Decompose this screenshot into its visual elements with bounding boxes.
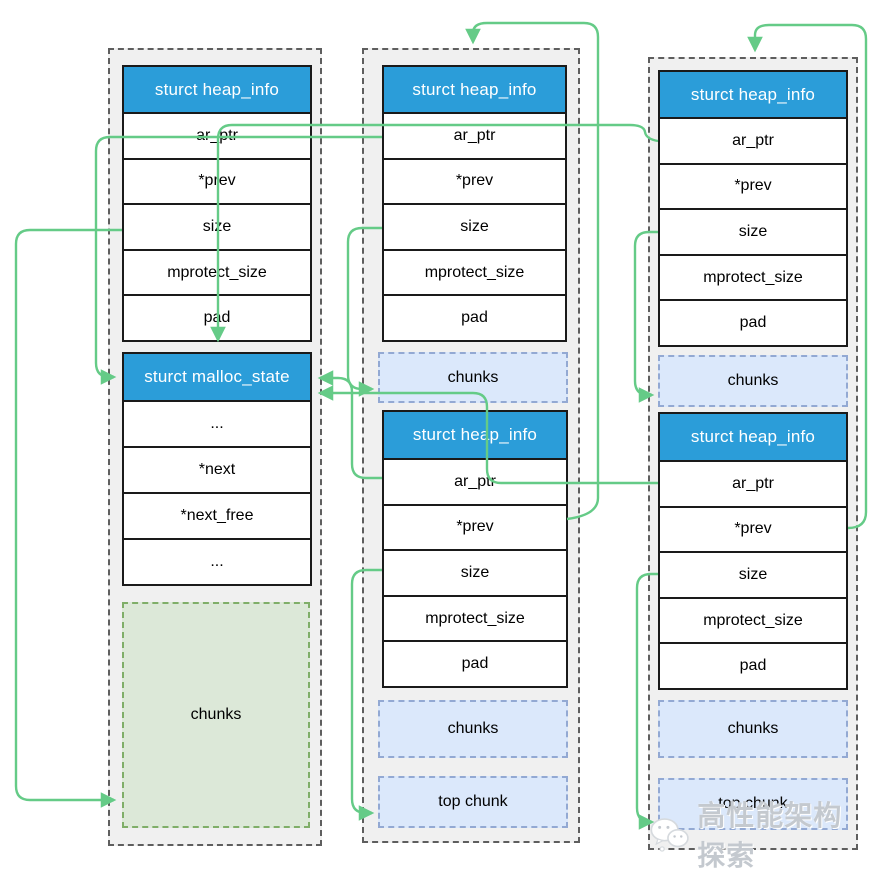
field-row: size bbox=[660, 208, 846, 254]
heap-info-table-3b: sturct heap_info ar_ptr *prev size mprot… bbox=[658, 412, 848, 690]
field-row: pad bbox=[660, 299, 846, 345]
field-row: ar_ptr bbox=[384, 458, 566, 504]
field-row: ar_ptr bbox=[660, 117, 846, 163]
struct-title: sturct heap_info bbox=[660, 414, 846, 460]
field-row: pad bbox=[384, 294, 565, 340]
field-row: ar_ptr bbox=[124, 112, 310, 158]
wechat-cloud-icon bbox=[650, 818, 689, 852]
chunks-box: chunks bbox=[378, 700, 568, 758]
heap-info-table-2a: sturct heap_info ar_ptr *prev size mprot… bbox=[382, 65, 567, 342]
chunks-box: chunks bbox=[658, 355, 848, 407]
field-row: size bbox=[384, 203, 565, 249]
field-row: pad bbox=[124, 294, 310, 340]
field-row: mprotect_size bbox=[660, 253, 846, 300]
field-row: mprotect_size bbox=[384, 248, 565, 295]
top-chunk-box: top chunk bbox=[658, 778, 848, 830]
field-row: *prev bbox=[384, 157, 565, 204]
field-row: mprotect_size bbox=[660, 596, 846, 643]
field-row: mprotect_size bbox=[124, 248, 310, 295]
struct-title: sturct malloc_state bbox=[124, 354, 310, 400]
field-row: ... bbox=[124, 400, 310, 446]
field-row: *prev bbox=[384, 503, 566, 550]
field-row: ar_ptr bbox=[660, 460, 846, 506]
field-row: ... bbox=[124, 538, 310, 584]
chunks-box: chunks bbox=[658, 700, 848, 758]
struct-title: sturct heap_info bbox=[660, 72, 846, 117]
field-row: size bbox=[124, 203, 310, 249]
arrow-size1-to-chunks-end bbox=[14, 228, 122, 808]
field-row: *prev bbox=[124, 157, 310, 204]
field-row: pad bbox=[384, 640, 566, 686]
chunks-box: chunks bbox=[378, 352, 568, 403]
struct-title: sturct heap_info bbox=[124, 67, 310, 112]
field-row: size bbox=[660, 551, 846, 597]
field-row: size bbox=[384, 549, 566, 595]
field-row: *prev bbox=[660, 162, 846, 209]
struct-title: sturct heap_info bbox=[384, 67, 565, 112]
top-chunk-box: top chunk bbox=[378, 776, 568, 828]
field-row: ar_ptr bbox=[384, 112, 565, 158]
field-row: *prev bbox=[660, 505, 846, 552]
heap-info-table-3a: sturct heap_info ar_ptr *prev size mprot… bbox=[658, 70, 848, 347]
field-row: mprotect_size bbox=[384, 594, 566, 641]
watermark-text: 高性能架构探索 bbox=[697, 800, 843, 871]
field-row: *next_free bbox=[124, 492, 310, 538]
heap-info-table-2b: sturct heap_info ar_ptr *prev size mprot… bbox=[382, 410, 568, 688]
watermark: 高性能架构探索 bbox=[648, 800, 866, 871]
field-row: pad bbox=[660, 642, 846, 688]
field-row: *next bbox=[124, 446, 310, 492]
struct-title: sturct heap_info bbox=[384, 412, 566, 458]
heap-info-table-1: sturct heap_info ar_ptr *prev size mprot… bbox=[122, 65, 312, 342]
chunks-box: chunks bbox=[122, 602, 310, 828]
malloc-state-table: sturct malloc_state ... *next *next_free… bbox=[122, 352, 312, 586]
